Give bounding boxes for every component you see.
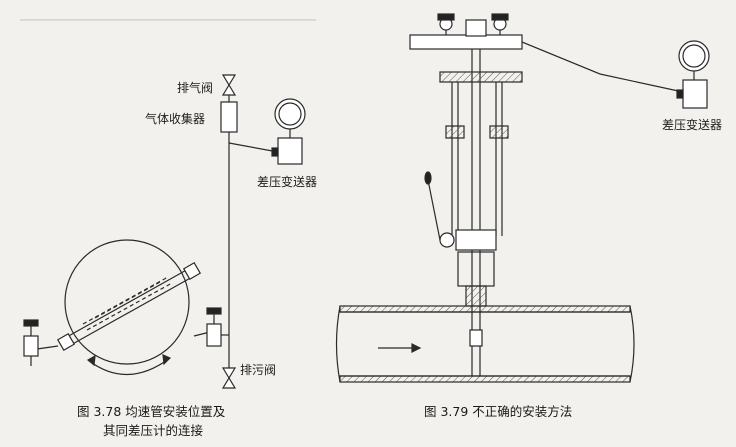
vent-valve-symbol — [221, 74, 237, 102]
right-valve-assembly — [193, 307, 229, 347]
drain-valve-symbol — [221, 367, 237, 389]
top-valve-manifold — [409, 13, 601, 75]
horizontal-pipe — [335, 305, 635, 383]
dp-transmitter-symbol — [271, 98, 306, 165]
gas-collector-label: 气体收集器 — [145, 112, 206, 126]
insertion-probe — [465, 40, 487, 376]
figure-378-caption-line1: 图 3.78 均速管安装位置及 — [77, 404, 226, 419]
pipe-cross-section — [64, 239, 190, 365]
upper-flange — [439, 71, 523, 83]
impulse-line — [599, 73, 684, 93]
figure-379-diagram — [335, 13, 710, 383]
figure-378-caption-line2: 其同差压计的连接 — [103, 423, 204, 438]
drain-valve-label: 排污阀 — [240, 363, 277, 377]
bleed-through-text: ▁▁▁▁▁▁▁▁▁▁▁▁▁▁▁▁▁▁▁▁▁▁▁▁▁▁▁▁▁▁▁▁▁▁▁ — [20, 8, 317, 21]
left-valve-assembly — [23, 319, 59, 366]
ball-valve — [424, 171, 497, 287]
gas-collector-vessel — [220, 101, 238, 133]
threaded-rods — [445, 82, 509, 236]
figure-379-caption: 图 3.79 不正确的安装方法 — [424, 404, 573, 419]
rotation-arrow — [87, 357, 171, 376]
dp-transmitter-label-378: 差压变送器 — [257, 175, 318, 189]
figure-378-diagram — [23, 74, 306, 389]
vent-valve-label: 排气阀 — [177, 81, 214, 95]
dp-transmitter-right-symbol — [676, 40, 710, 109]
dp-transmitter-label-379: 差压变送器 — [662, 118, 723, 132]
averaging-pitot-tube — [56, 261, 202, 352]
impulse-line-top — [521, 41, 601, 75]
